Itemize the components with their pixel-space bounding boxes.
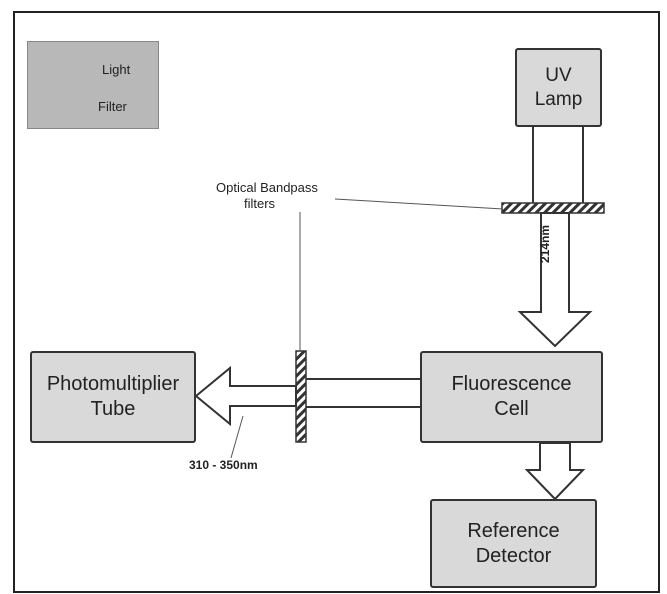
photomultiplier-tube-block: Photomultiplier Tube — [30, 351, 196, 443]
emission-filter — [295, 350, 307, 443]
photomultiplier-tube-line-2: Tube — [90, 398, 136, 420]
emission-leader-line — [230, 415, 244, 459]
reference-detector-line-2: Detector — [475, 544, 552, 567]
diagram-frame — [13, 11, 660, 593]
reference-detector-block: Reference Detector — [430, 499, 597, 588]
legend-filter-label: Filter — [98, 99, 127, 114]
optical-filters-label-line-1: Optical Bandpass — [216, 180, 318, 195]
fluorescence-cell-line-2: Cell — [494, 398, 529, 420]
uv-lamp-line-2: Lamp — [534, 88, 583, 110]
filter-leader-line-1 — [334, 198, 504, 210]
photomultiplier-tube-line-1: Photomultiplier — [46, 373, 180, 395]
reference-arrow — [524, 442, 586, 501]
fluorescence-cell-line-1: Fluorescence — [451, 373, 572, 395]
uv-lamp-line-1: UV — [545, 64, 572, 86]
excitation-filter — [501, 202, 605, 214]
excitation-wavelength-label: 214nm — [538, 224, 552, 263]
optical-filters-label-line-2: filters — [244, 196, 276, 211]
uv-lamp-block: UV Lamp — [515, 48, 602, 127]
legend-light-label: Light — [102, 62, 131, 77]
emission-wavelength-label: 310 - 350nm — [189, 458, 258, 472]
reference-detector-line-1: Reference — [467, 519, 560, 542]
emission-arrow — [194, 365, 297, 427]
legend: Light Filter — [27, 41, 159, 129]
fluorescence-cell-block: Fluorescence Cell — [420, 351, 603, 443]
excitation-arrow — [517, 212, 593, 348]
